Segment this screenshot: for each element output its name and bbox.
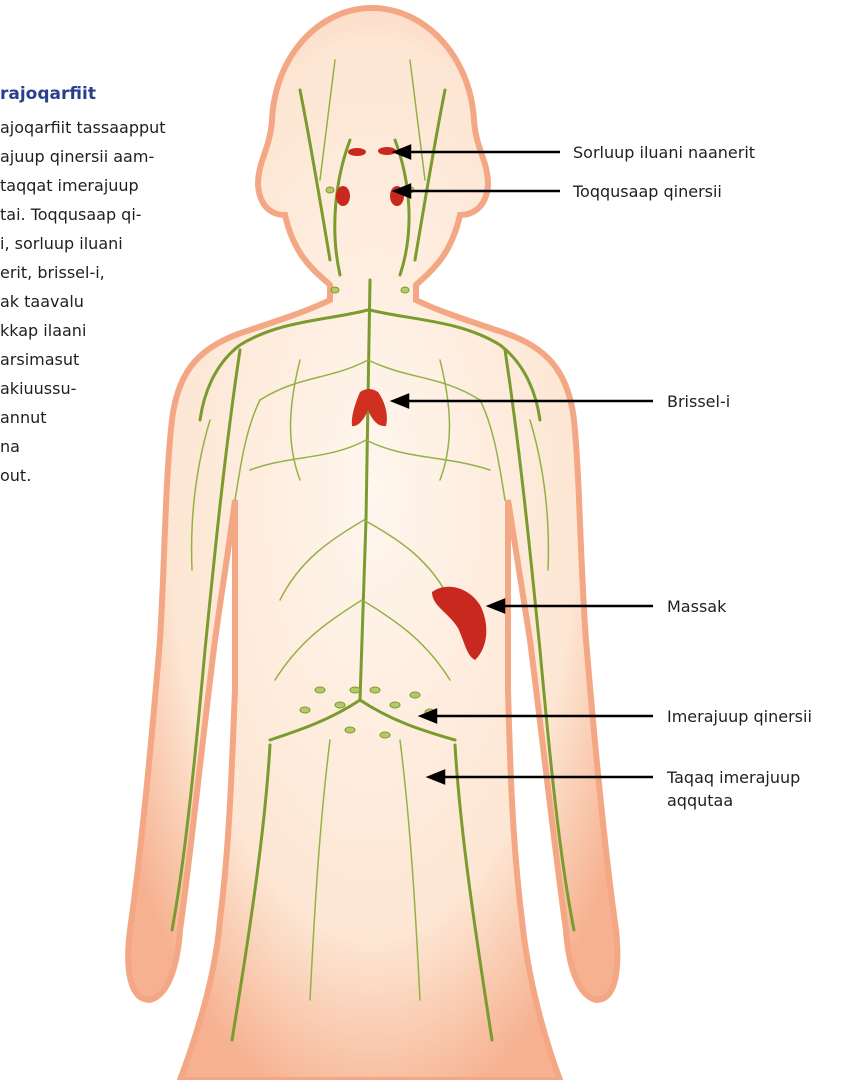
intro-line: taqqat imerajuup <box>0 171 260 200</box>
intro-line: erit, brissel-i, <box>0 258 260 287</box>
intro-line: akiuussu- <box>0 374 260 403</box>
intro-line: ak taavalu <box>0 287 260 316</box>
label-aqqutaa: aqqutaa <box>667 789 733 812</box>
label-imerajuup-qinersii: Imerajuup qinersii <box>667 705 812 728</box>
intro-text-block: rajoqarfiit ajoqarfiit tassaapput ajuup … <box>0 82 260 490</box>
intro-line: na <box>0 432 260 461</box>
intro-line: tai. Toqqusaap qi- <box>0 200 260 229</box>
intro-line: annut <box>0 403 260 432</box>
label-toqqusaap-qinersii: Toqqusaap qinersii <box>573 180 722 203</box>
intro-line: i, sorluup iluani <box>0 229 260 258</box>
intro-line: ajoqarfiit tassaapput <box>0 113 260 142</box>
intro-line: arsimasut <box>0 345 260 374</box>
label-brissel-i: Brissel-i <box>667 390 730 413</box>
intro-line: ajuup qinersii aam- <box>0 142 260 171</box>
label-massak: Massak <box>667 595 726 618</box>
intro-line: kkap ilaani <box>0 316 260 345</box>
label-sorluup-iluani-naanerit: Sorluup iluani naanerit <box>573 141 755 164</box>
intro-line: out. <box>0 461 260 490</box>
intro-title: rajoqarfiit <box>0 82 260 106</box>
label-taqaq-imerajuup: Taqaq imerajuup <box>667 766 800 789</box>
